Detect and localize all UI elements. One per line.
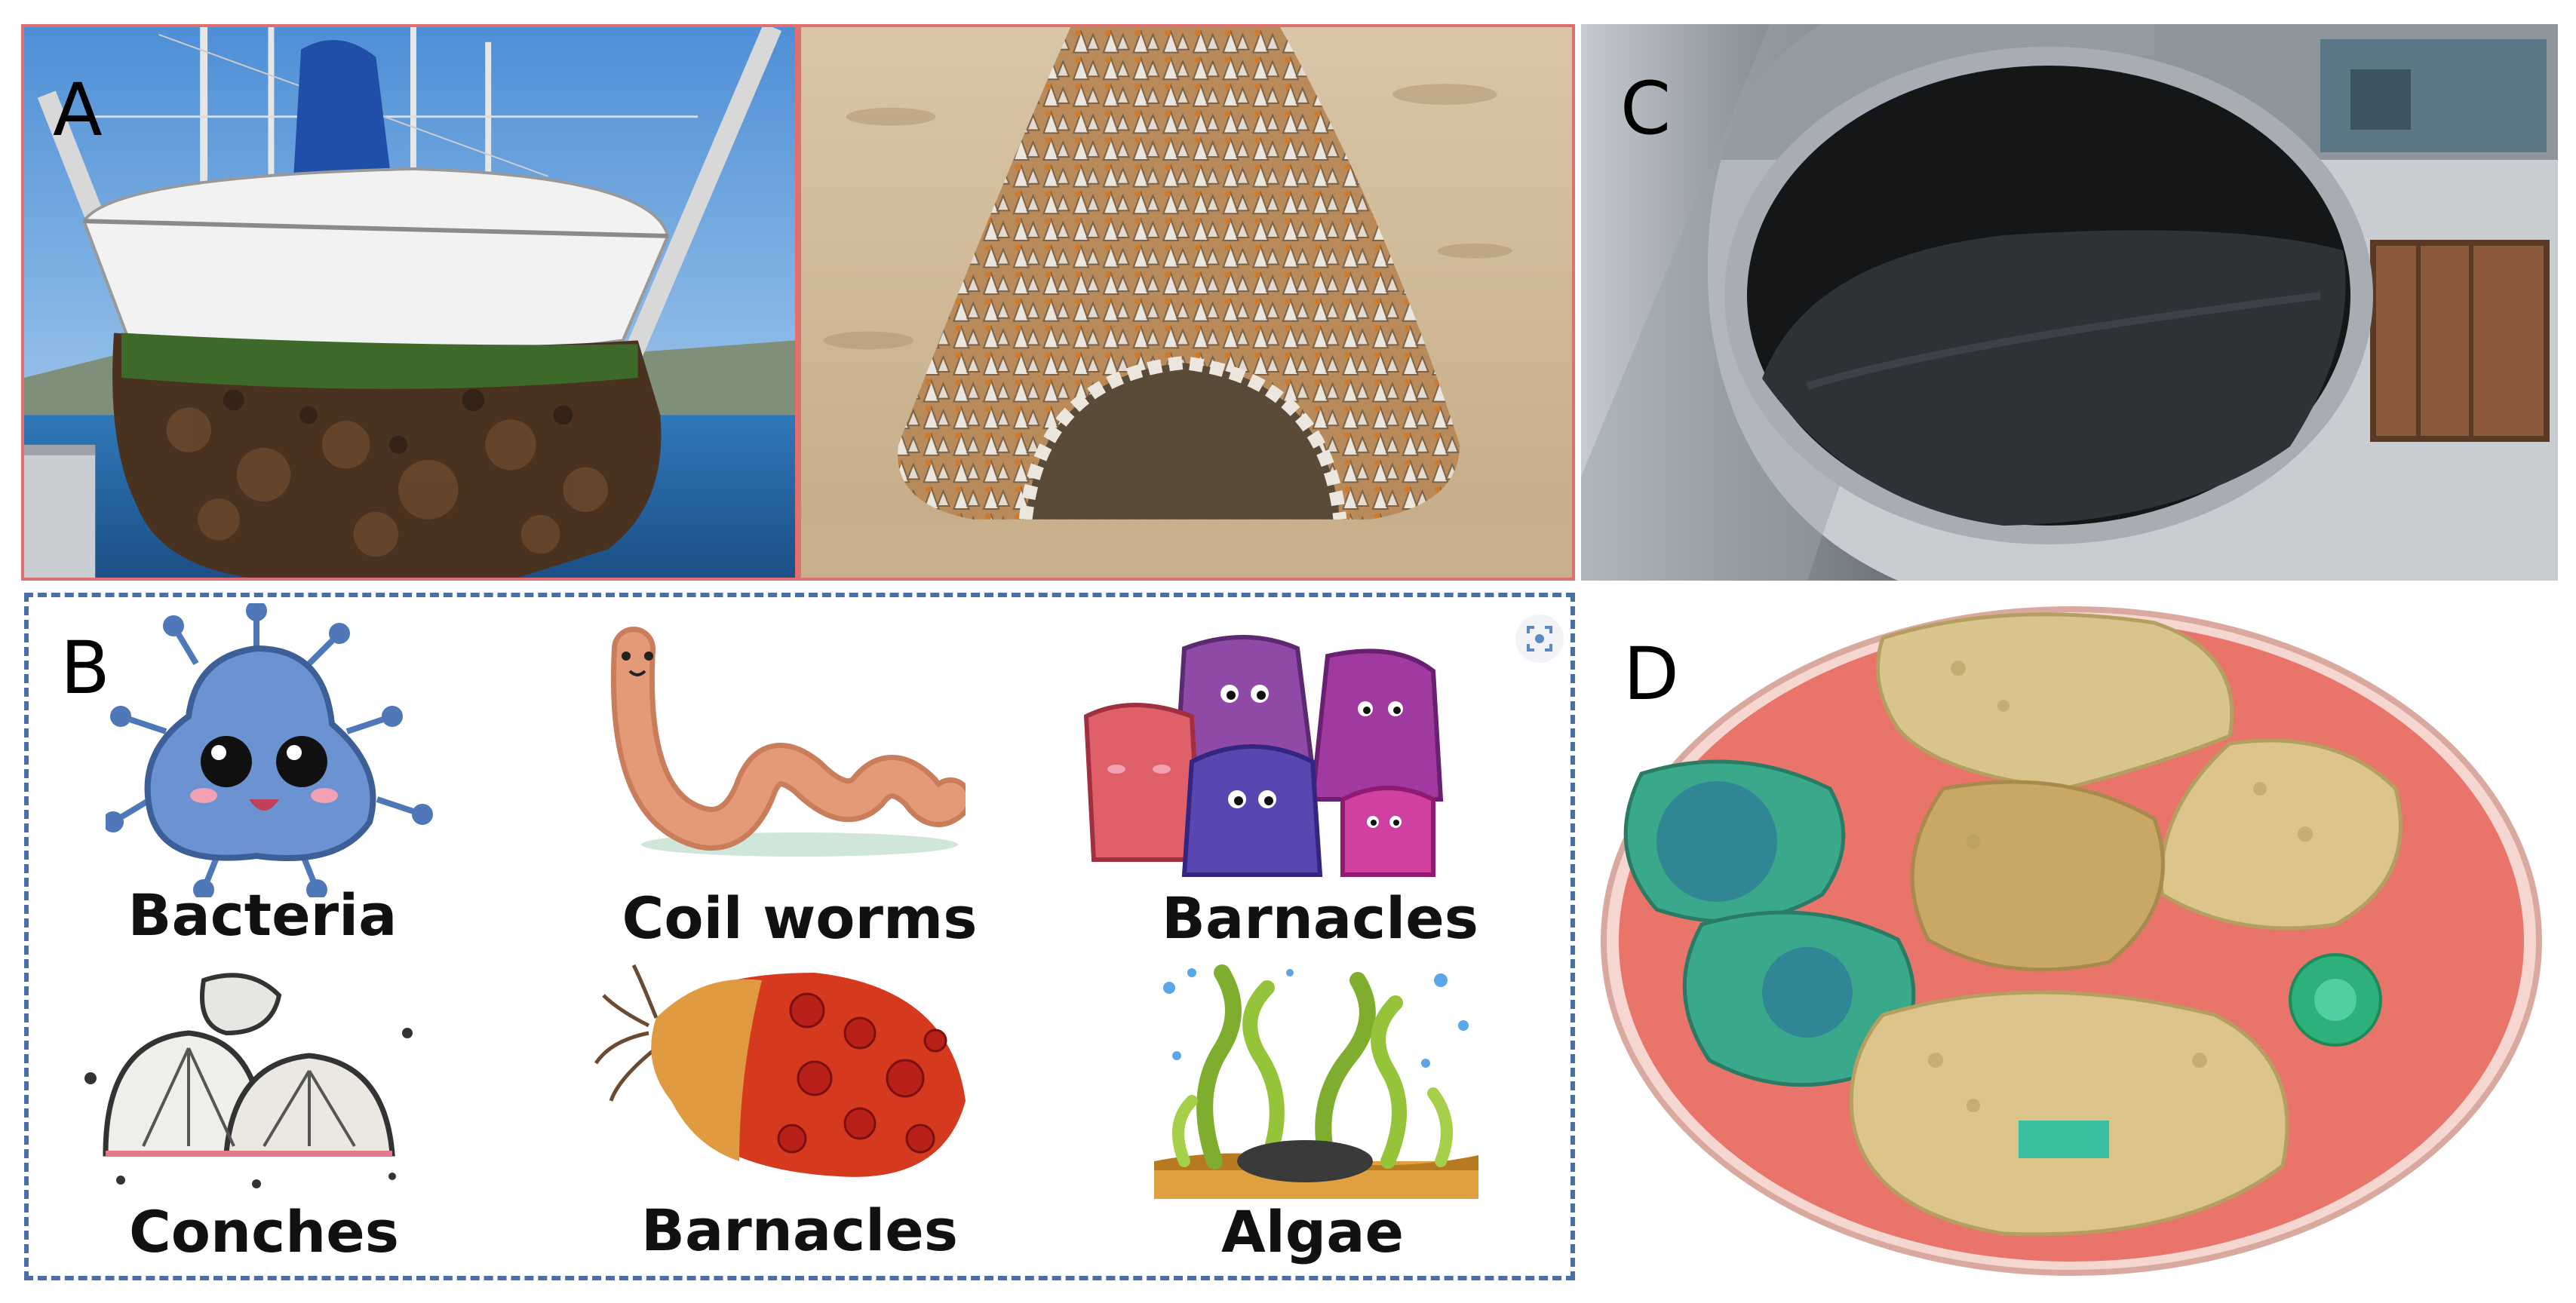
expand-icon <box>1515 615 1564 663</box>
barnacle-cluster-icon <box>594 964 966 1177</box>
organism-label-algae: Algae <box>1220 1198 1405 1265</box>
algae-icon <box>1154 964 1478 1199</box>
panel-label-c: C <box>1620 66 1672 151</box>
panel-d-petri-dish-photo <box>1581 593 2558 1280</box>
organism-label-coil-worms: Coil worms <box>622 885 978 952</box>
boat-hull-illustration <box>24 27 795 578</box>
clogged-pipe-illustration <box>1581 24 2558 581</box>
worm-icon <box>610 627 966 857</box>
panel-label-d: D <box>1623 632 1679 716</box>
barnacle-log-illustration <box>801 27 1572 578</box>
organism-label-conches: Conches <box>128 1198 400 1265</box>
barnacles-icon <box>1083 635 1444 877</box>
panel-label-a: A <box>53 68 103 152</box>
organism-label-barnacles-1: Barnacles <box>1162 885 1478 952</box>
panel-a-boat-hull-photo <box>21 24 798 581</box>
organism-label-bacteria: Bacteria <box>127 881 398 949</box>
panel-c-clogged-pipe-photo <box>1581 24 2558 581</box>
panel-label-b: B <box>60 626 110 710</box>
organism-label-barnacles-2: Barnacles <box>641 1197 958 1264</box>
panel-b-fouling-organisms <box>24 593 1575 1280</box>
panel-a-barnacle-log-photo <box>798 24 1575 581</box>
petri-dish-illustration <box>1601 606 2542 1276</box>
shell-icon <box>84 973 413 1188</box>
bacteria-icon <box>106 603 433 897</box>
